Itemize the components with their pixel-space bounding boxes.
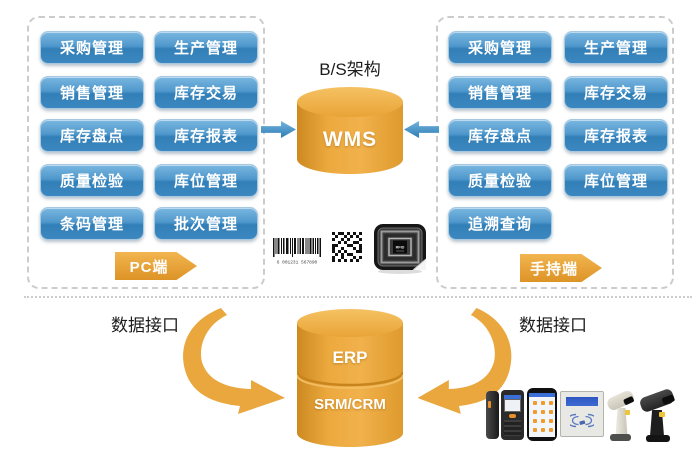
scanner-window [661,394,676,405]
pda-scanner-icon [501,390,524,440]
scanner-trigger [659,412,665,417]
smartphone-icon [527,388,557,441]
handheld-panel: 采购管理 生产管理 销售管理 库存交易 库存盘点 库存报表 质量检验 库位管理 … [436,16,674,289]
module-chip: 库存报表 [564,119,668,152]
module-chip: 质量检验 [448,164,552,197]
pc-to-wms-arrow-icon [261,121,296,138]
app-icon-grid [533,401,537,405]
module-chip: 批次管理 [154,207,258,240]
scanner-handle [615,408,628,434]
module-chip: 库位管理 [154,164,258,197]
data-interface-label-right: 数据接口 [519,316,587,335]
contactless-icon [570,413,594,428]
bs-architecture-label: B/S架构 [319,60,381,79]
handheld-tag: 手持端 [520,254,602,282]
data-interface-label-left: 数据接口 [111,316,179,335]
module-chip: 生产管理 [154,31,258,64]
pc-tag: PC端 [115,252,197,280]
erp-srm-cylinder [297,309,403,447]
scanner-trigger [625,410,630,415]
module-chip: 追溯查询 [448,207,552,240]
wms-label: WMS [322,128,378,151]
module-chip: 采购管理 [448,31,552,64]
module-chip: 采购管理 [40,31,144,64]
rfid-reader-icon [560,391,604,437]
module-chip: 库存交易 [564,76,668,109]
srm-crm-label: SRM/CRM [314,396,386,413]
pc-panel: 采购管理 生产管理 销售管理 库存交易 库存盘点 库存报表 质量检验 库位管理 … [27,16,265,289]
module-chip: 销售管理 [448,76,552,109]
device-button [488,401,491,408]
module-chip: 库存交易 [154,76,258,109]
rfid-chip-icon: RFID [374,224,426,274]
barcode-scanner-black-icon [638,387,676,442]
module-chip: 库存报表 [154,119,258,152]
qr-code-icon [332,232,335,235]
barcode-icon: 6 001231 567890 [273,238,321,265]
erp-interface-swoosh-left-icon [183,308,285,414]
module-chip: 条码管理 [40,207,144,240]
rfid-chip-label: RFID [396,246,405,250]
scanner-head [638,387,676,414]
module-chip: 库存盘点 [40,119,144,152]
scanner-base [646,435,670,442]
device-keypad [504,420,521,436]
device-photos [483,386,679,444]
module-chip: 质量检验 [40,164,144,197]
reader-display [566,397,598,406]
device-screen [529,393,555,437]
erp-interface-swoosh-right-icon [417,308,512,414]
wms-cylinder [297,87,403,174]
device-button [509,414,516,418]
scanner-base [610,434,631,441]
device-screen-header [529,393,555,397]
scanner-window [622,395,635,406]
handheld-terminal-icon [486,391,499,439]
module-chip: 生产管理 [564,31,668,64]
section-divider [24,296,692,298]
device-screen-header [504,395,521,399]
handheld-to-wms-arrow-icon [404,121,439,138]
device-screen [504,399,521,412]
module-chip: 库存盘点 [448,119,552,152]
module-chip: 销售管理 [40,76,144,109]
module-chip: 库位管理 [564,164,668,197]
erp-label: ERP [332,348,368,367]
barcode-scanner-white-icon [605,388,636,442]
barcode-number: 6 001231 567890 [277,260,318,266]
